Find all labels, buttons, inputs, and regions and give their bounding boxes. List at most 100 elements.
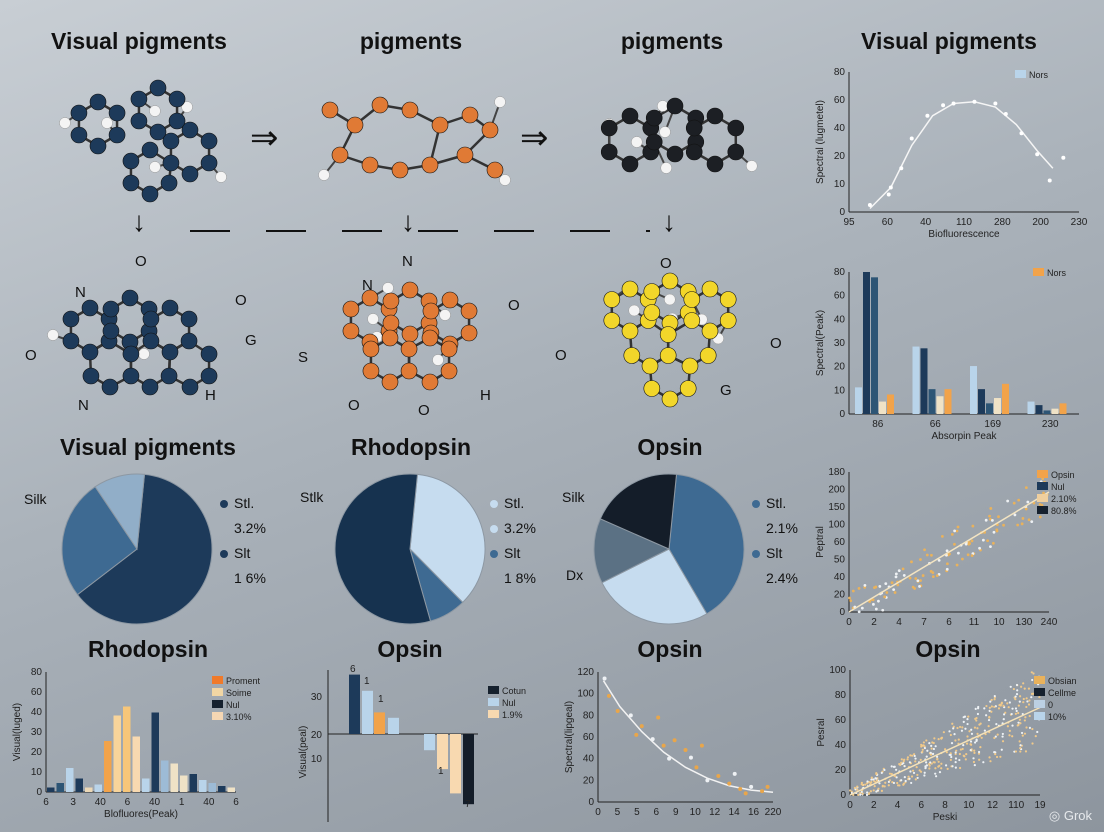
- x-tick-label: 110: [956, 217, 972, 228]
- data-point: [970, 743, 973, 746]
- data-point: [995, 755, 999, 759]
- data-point: [930, 553, 933, 557]
- x-tick-label: 169: [984, 419, 1001, 430]
- data-point: [990, 518, 994, 522]
- data-point: [949, 753, 952, 757]
- bar-data-label: 1: [438, 766, 444, 777]
- molecule-atom: [108, 126, 126, 144]
- grok-watermark: ◎ Grok: [1048, 808, 1092, 823]
- legend-label: 1.9%: [502, 710, 523, 720]
- bar: [142, 778, 150, 792]
- molecule-atom: [486, 161, 504, 179]
- y-tick-label: 200: [828, 485, 845, 496]
- molecule-atom: [362, 362, 380, 380]
- data-point: [914, 778, 917, 781]
- molecule-atom: [382, 292, 400, 310]
- atom-label: S: [298, 349, 308, 366]
- legend-swatch: [1037, 506, 1048, 514]
- legend-swatch: [488, 686, 499, 694]
- legend-swatch: [1034, 676, 1045, 684]
- molecule-orange-1: [318, 96, 511, 186]
- bar: [879, 401, 886, 414]
- data-point: [906, 758, 909, 761]
- molecule-atom: [621, 322, 639, 340]
- pie-slice: [601, 548, 708, 625]
- data-point: [886, 192, 891, 197]
- data-point: [1035, 152, 1040, 157]
- data-point: [942, 731, 945, 734]
- molecule-atom: [181, 378, 199, 396]
- data-point: [883, 768, 886, 772]
- molecule-atom: [161, 343, 179, 361]
- y-tick-label: 40: [834, 572, 846, 583]
- data-point: [1026, 500, 1030, 504]
- data-point: [967, 542, 971, 546]
- molecule-atom: [130, 90, 148, 108]
- data-point: [934, 772, 937, 775]
- data-point: [961, 557, 964, 561]
- data-point: [760, 789, 765, 794]
- y-tick-label: 150: [828, 502, 845, 513]
- data-point: [888, 185, 893, 190]
- data-point: [970, 732, 974, 735]
- x-tick-label: 200: [1032, 217, 1049, 228]
- data-point: [944, 764, 948, 767]
- x-tick-label: 3: [70, 797, 76, 808]
- data-point: [925, 761, 928, 764]
- data-point: [1013, 513, 1017, 517]
- data-point: [1031, 742, 1034, 745]
- hydrogen-atom: [382, 282, 394, 294]
- pie1-left-label: Silk: [24, 491, 47, 507]
- data-point: [938, 771, 942, 774]
- molecule-atom: [679, 380, 697, 397]
- data-point: [980, 736, 983, 739]
- data-point: [1047, 178, 1052, 183]
- y-tick-label: 80: [834, 267, 846, 278]
- data-point: [732, 771, 737, 776]
- molecule-atom: [162, 132, 180, 150]
- pie-slice: [61, 486, 138, 596]
- legend-swatch: [1034, 712, 1045, 720]
- y-tick-label: 60: [834, 95, 846, 106]
- y-tick-label: 30: [311, 692, 323, 703]
- data-point: [964, 758, 967, 761]
- molecule-atom: [81, 343, 99, 361]
- data-point: [932, 747, 936, 751]
- data-point: [949, 752, 952, 755]
- data-point: [923, 746, 927, 750]
- data-point: [888, 772, 892, 775]
- legend-label: 3.10%: [226, 712, 252, 722]
- data-point: [1014, 712, 1018, 715]
- data-point: [884, 582, 888, 586]
- data-point: [946, 562, 949, 566]
- data-point: [903, 758, 906, 761]
- legend-label: 0: [1048, 700, 1053, 710]
- data-point: [1017, 498, 1021, 502]
- data-point: [864, 783, 867, 786]
- data-point: [1016, 689, 1019, 692]
- pie3-left-label: Silk: [562, 489, 585, 505]
- bar: [66, 768, 74, 792]
- molecule-atom: [645, 109, 663, 127]
- data-point: [987, 718, 991, 722]
- bar: [936, 396, 944, 414]
- molecule-atom: [400, 362, 418, 380]
- data-point: [1024, 716, 1027, 719]
- data-point: [873, 785, 876, 788]
- data-point: [874, 607, 878, 611]
- x-tick-label: 6: [654, 807, 660, 818]
- data-point: [956, 525, 960, 529]
- data-point: [945, 567, 949, 571]
- hydrogen-atom: [494, 96, 506, 108]
- y-axis-label: Spectral (lugmetel): [815, 100, 826, 184]
- data-point: [906, 756, 910, 759]
- legend-label: Nul: [226, 700, 240, 710]
- data-point: [1020, 731, 1024, 735]
- legend-label: Proment: [226, 676, 261, 686]
- data-point: [1004, 711, 1007, 714]
- data-point: [922, 741, 925, 744]
- data-point: [860, 606, 864, 610]
- y-tick-label: 80: [834, 67, 846, 78]
- data-point: [976, 712, 980, 716]
